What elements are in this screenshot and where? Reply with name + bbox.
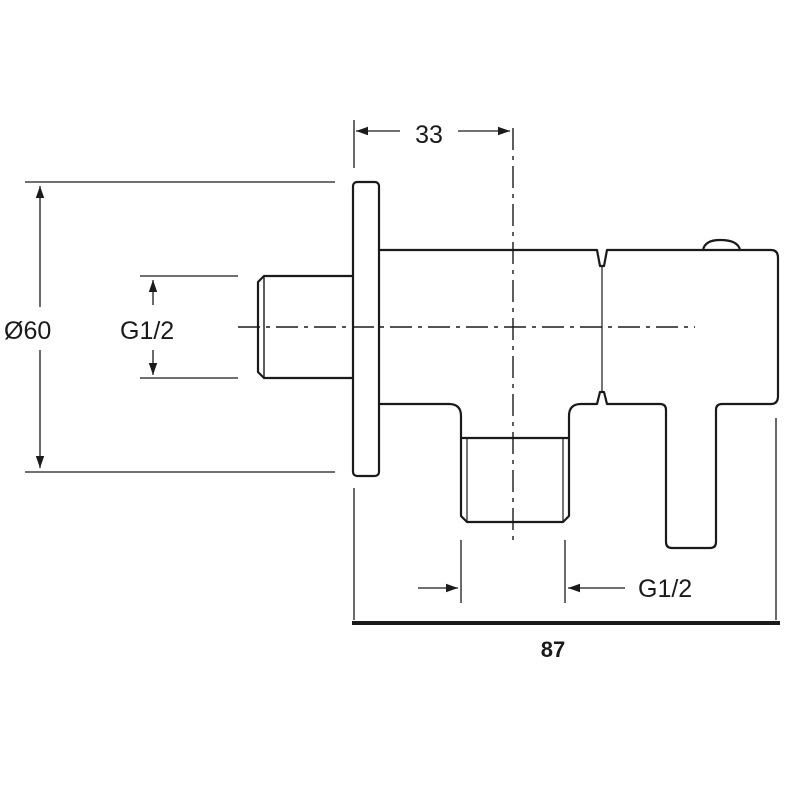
label-diameter: Ø60: [4, 317, 51, 345]
outlet-thread-stub: [459, 436, 571, 524]
label-overall-87: 87: [541, 637, 565, 662]
label-inlet-thread: G1/2: [120, 317, 174, 345]
handle-knob: [701, 238, 742, 252]
label-outlet-thread: G1/2: [638, 575, 692, 603]
valve-body: [377, 248, 780, 550]
wall-flange: [351, 180, 381, 478]
label-offset-33: 33: [415, 121, 443, 149]
